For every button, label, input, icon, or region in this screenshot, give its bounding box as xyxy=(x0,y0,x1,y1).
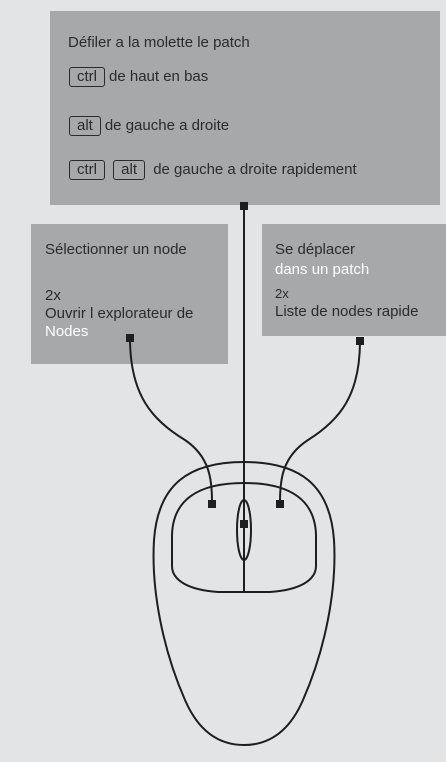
marker-left-button xyxy=(208,500,216,508)
wire-right-click xyxy=(279,340,361,503)
marker-wheel xyxy=(240,520,248,528)
right-click-action: Liste de nodes rapide xyxy=(275,303,419,320)
ctrl-key: ctrl xyxy=(69,67,105,87)
ctrl-row-text: de haut en bas xyxy=(109,68,209,85)
left-click-action-highlight: Nodes xyxy=(45,323,89,340)
ctrl-key-2: ctrl xyxy=(69,160,105,180)
left-click-count: 2x xyxy=(45,287,61,304)
alt-row-text: de gauche a droite xyxy=(104,117,230,134)
ctrl-alt-row: ctrl alt de gauche a droite rapidement xyxy=(69,160,357,180)
scroll-title: Défiler a la molette le patch xyxy=(68,34,250,51)
marker-top xyxy=(240,202,248,210)
right-click-subtitle: dans un patch xyxy=(275,261,370,278)
right-click-title: Se déplacer xyxy=(275,241,356,258)
ctrl-alt-row-text: de gauche a droite rapidement xyxy=(153,161,357,178)
right-click-count: 2x xyxy=(275,286,289,301)
marker-right-button xyxy=(276,500,284,508)
alt-key-2: alt xyxy=(113,160,146,180)
right-click-box: Se déplacer dans un patch 2x Liste de no… xyxy=(262,224,446,336)
left-click-title: Sélectionner un node xyxy=(45,241,187,258)
alt-key: alt xyxy=(69,116,101,136)
wire-left-click xyxy=(129,337,213,503)
marker-right-box xyxy=(356,337,364,345)
mouse-outline xyxy=(152,460,336,747)
marker-left-box xyxy=(126,334,134,342)
left-click-action: Ouvrir l explorateur de xyxy=(45,305,194,322)
